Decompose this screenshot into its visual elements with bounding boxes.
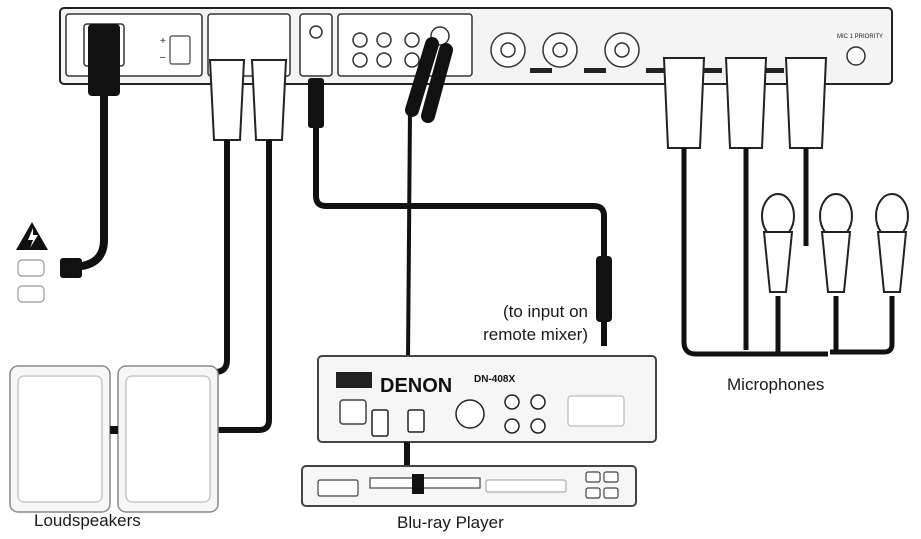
rca-cable [405, 37, 453, 361]
svg-text:–: – [160, 52, 166, 63]
priority-label: MIC 1 PRIORITY [837, 34, 883, 40]
mic-cables [662, 57, 895, 357]
speaker-terminal [169, 35, 191, 65]
lightning-warning-icon [16, 222, 48, 250]
microphones-label: Microphones [727, 375, 825, 394]
microphones [761, 193, 909, 293]
microphone-icon [819, 193, 853, 293]
remote-mixer-cable [308, 78, 612, 346]
power-outlet-icon [17, 259, 45, 303]
priority-knob [846, 46, 866, 66]
brand-logo: DENON [380, 375, 452, 397]
bluray-label: Blu-ray Player [397, 513, 504, 532]
microphone-icon [875, 193, 909, 293]
remote-mixer-label-line2: remote mixer) [483, 325, 588, 344]
svg-text:+: + [160, 36, 166, 47]
power-cable [16, 24, 120, 303]
loudspeakers [9, 365, 219, 513]
mixer-rear-panel: + – MIC 1 PRIORITY [59, 7, 893, 85]
remote-out-section [299, 13, 333, 77]
loudspeakers-label: Loudspeakers [34, 511, 141, 530]
model-label: DN-408X [474, 374, 515, 385]
dn408x-unit: DENON DN-408X [317, 355, 657, 443]
bluray-player [301, 465, 637, 507]
microphone-icon [761, 193, 795, 293]
remote-mixer-label-line1: (to input on [502, 302, 588, 321]
mic-inputs [490, 32, 640, 68]
